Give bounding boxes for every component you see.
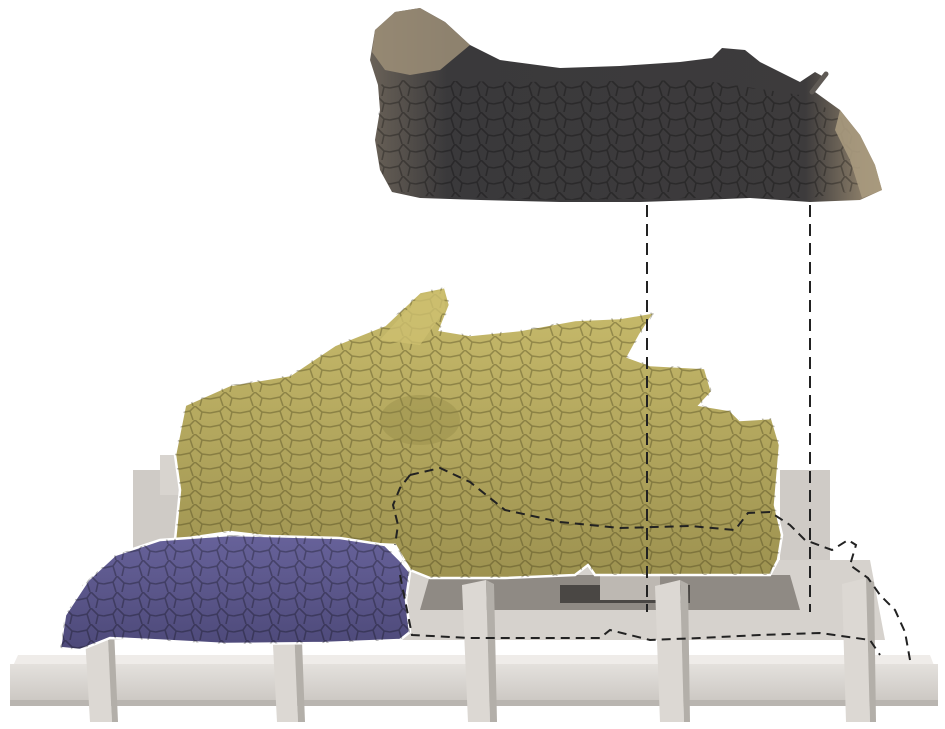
grate-post — [842, 578, 870, 722]
grate-post — [655, 580, 684, 722]
front-log — [60, 535, 410, 650]
middle-log-texture — [175, 287, 782, 578]
top-log — [370, 8, 882, 202]
middle-log-knot — [380, 395, 460, 445]
top-log-texture — [377, 80, 860, 200]
front-log-texture — [60, 535, 410, 650]
grate-rear-block-right — [780, 470, 830, 560]
middle-log — [175, 287, 782, 578]
